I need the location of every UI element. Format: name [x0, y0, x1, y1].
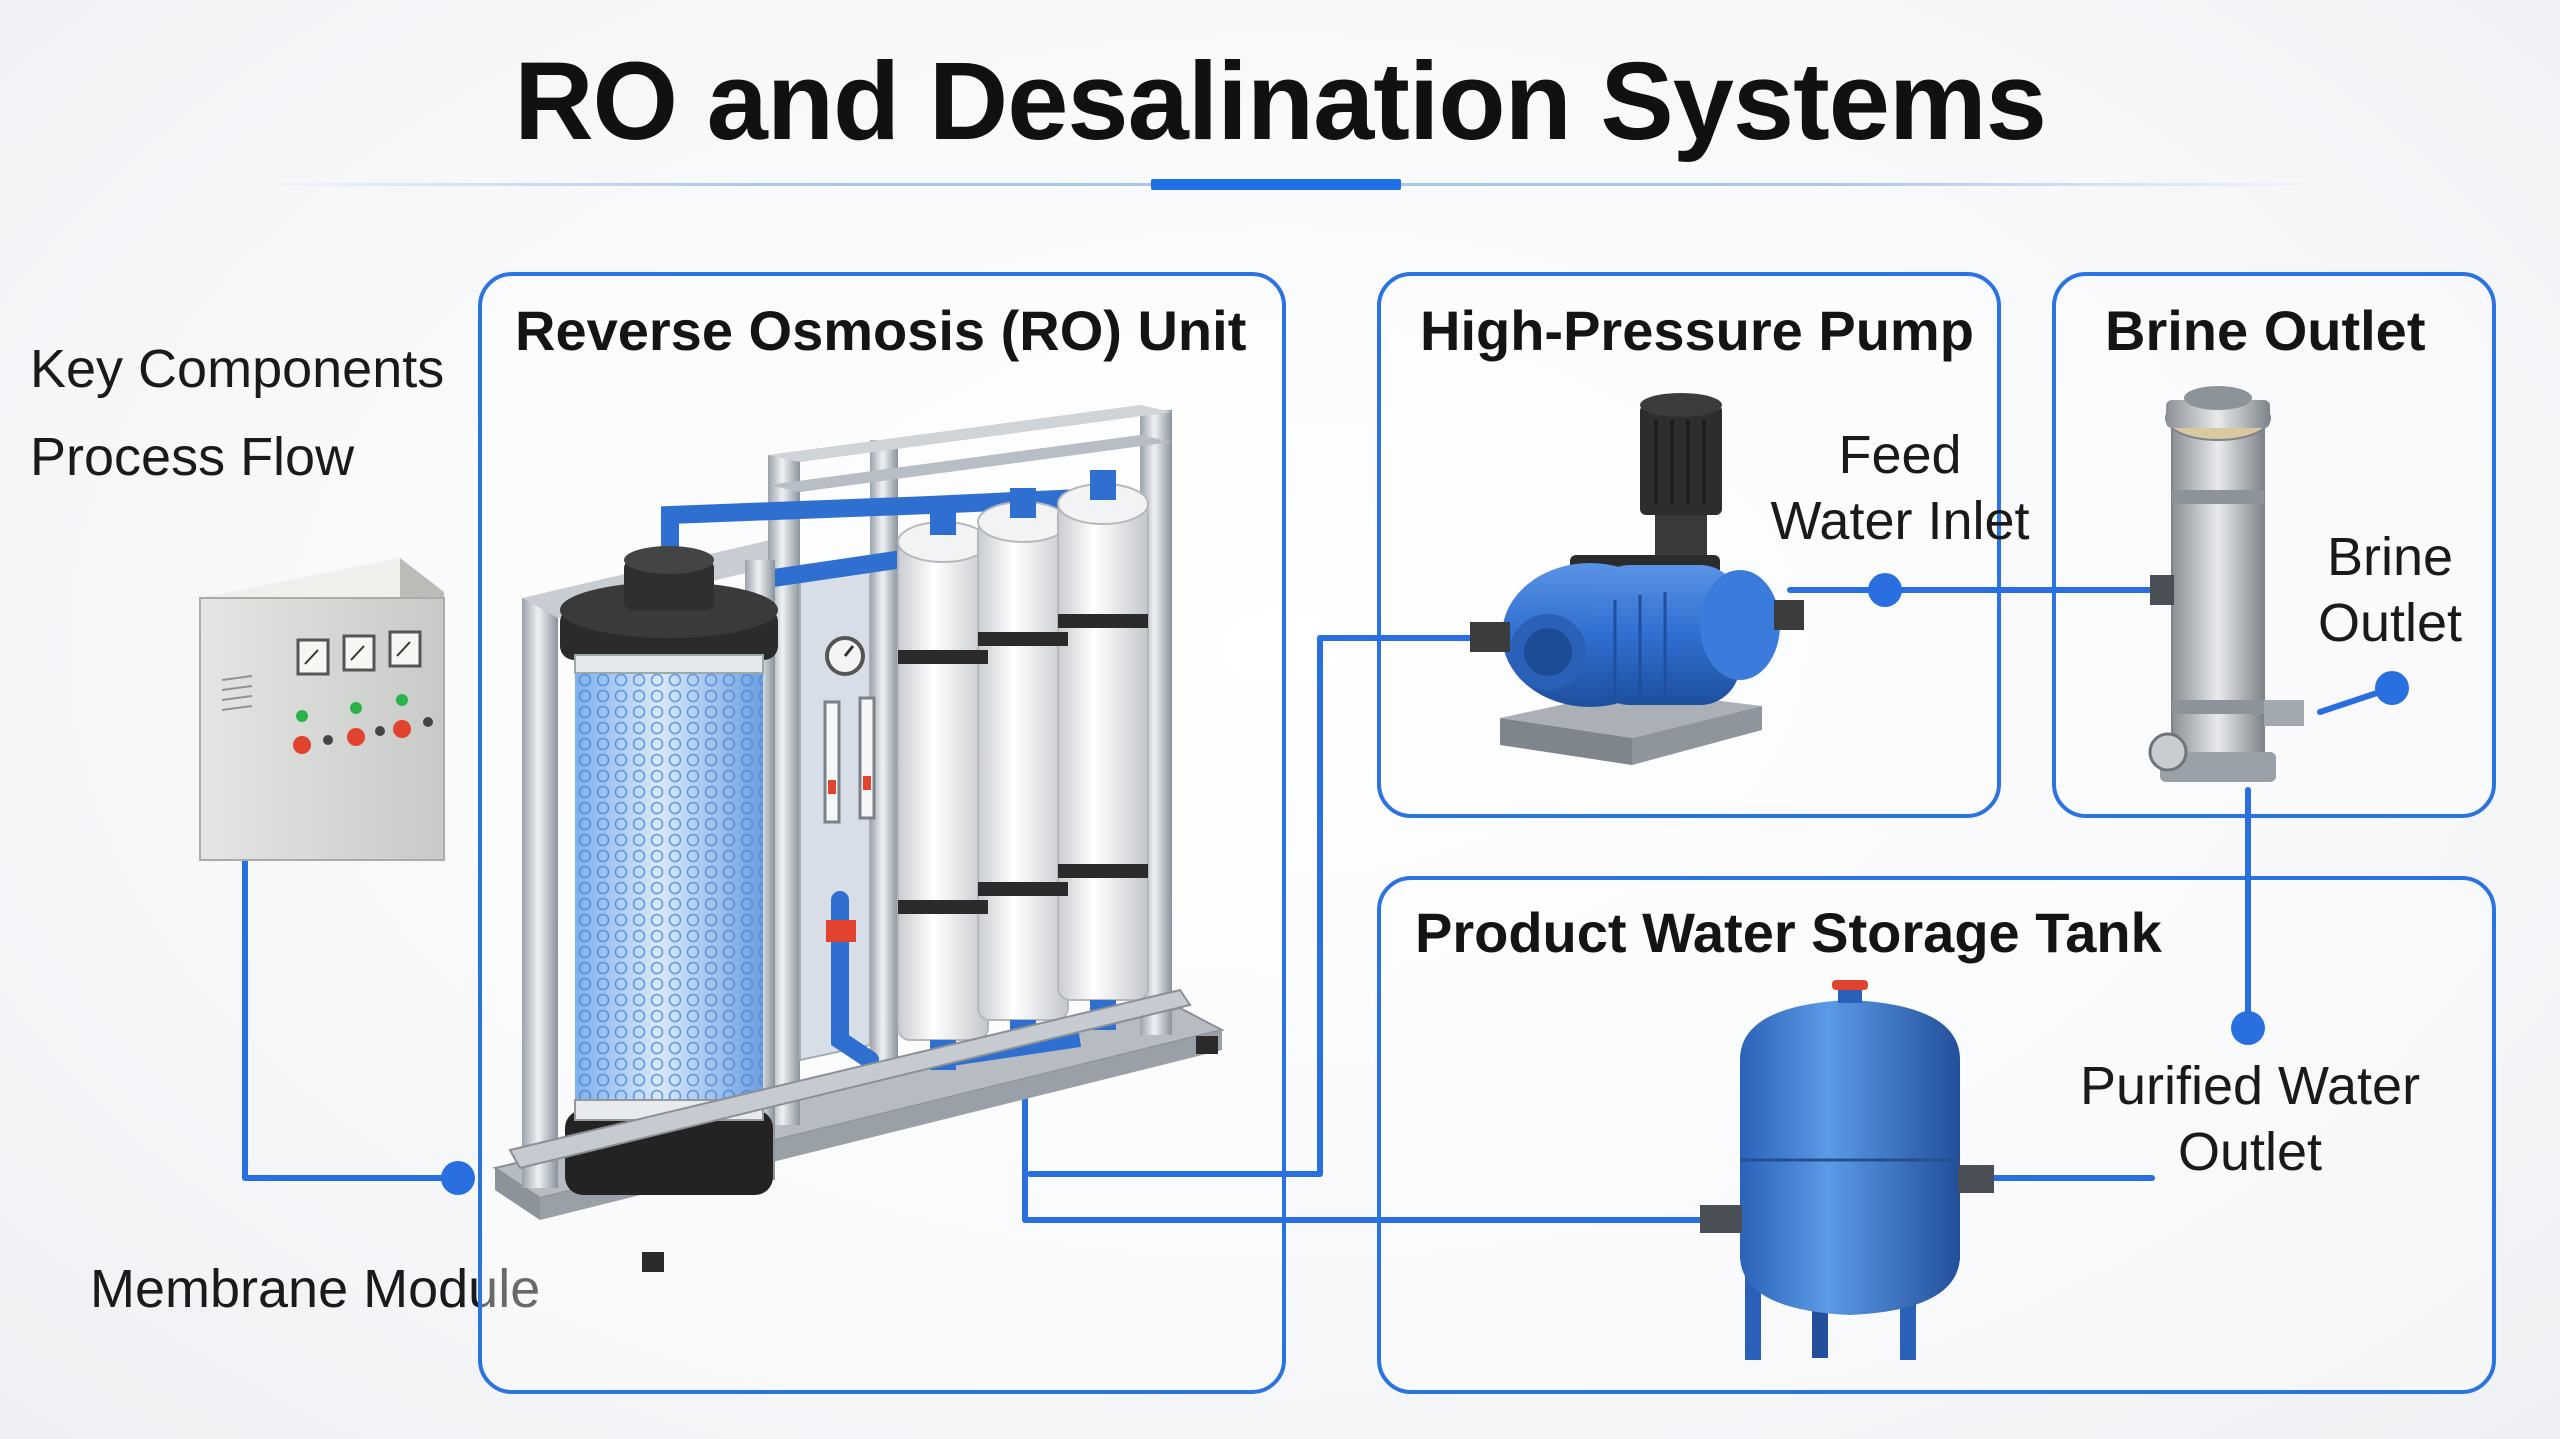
brine-outlet-label: Brine Outlet [2300, 524, 2480, 656]
page-title: RO and Desalination Systems [514, 40, 2047, 163]
feed-water-inlet-label: Feed Water Inlet [1760, 422, 2040, 554]
pump-title: High-Pressure Pump [1420, 299, 1974, 362]
storage-title: Product Water Storage Tank [1415, 901, 2162, 964]
brine-panel [2052, 272, 2496, 818]
feed-water-inlet-line1: Feed [1838, 425, 1962, 485]
flow-nodes [441, 573, 2409, 1195]
ro-unit-title: Reverse Osmosis (RO) Unit [515, 299, 1247, 362]
title-divider-accent [1151, 179, 1401, 190]
storage-tank-icon [1700, 980, 1994, 1360]
brine-outlet-line2: Outlet [2317, 593, 2463, 653]
purified-water-outlet-line2: Outlet [2177, 1122, 2323, 1182]
process-flow-label: Process Flow [30, 427, 355, 487]
feed-water-inlet-line2: Water Inlet [1770, 491, 2030, 551]
brine-outlet-line1: Brine [2326, 527, 2454, 587]
high-pressure-pump-icon [1470, 393, 1804, 765]
key-components-label: Key Components [30, 339, 445, 399]
brine-vessel-icon [2148, 386, 2304, 782]
purified-water-outlet-label: Purified Water Outlet [2070, 1053, 2430, 1185]
ro-unit-illustration [492, 405, 1225, 1272]
brine-title: Brine Outlet [2105, 299, 2426, 362]
purified-water-outlet-line1: Purified Water [2079, 1056, 2421, 1116]
membrane-module-label: Membrane Module [90, 1259, 541, 1319]
control-panel-icon [199, 558, 445, 861]
